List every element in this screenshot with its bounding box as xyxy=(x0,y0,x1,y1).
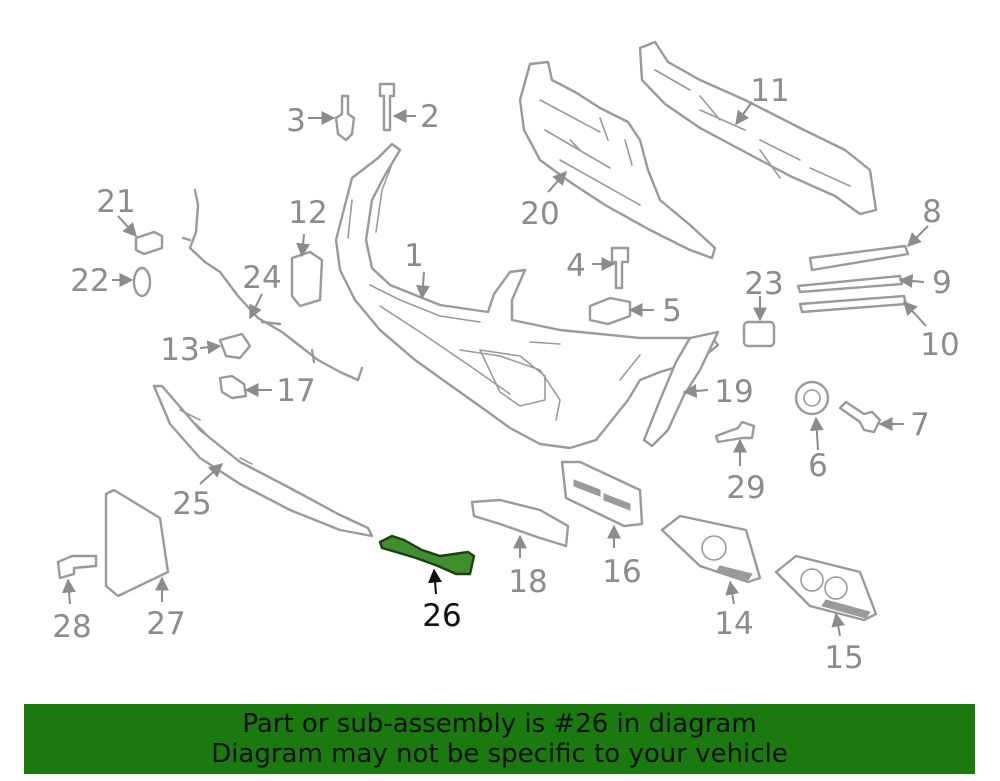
part-16-grille xyxy=(560,460,644,528)
part-10-strip xyxy=(798,294,908,314)
part-19-side-strip xyxy=(642,330,720,448)
part-3-rivet xyxy=(334,94,356,142)
callout-6: 6 xyxy=(808,448,828,484)
leader-lines xyxy=(62,101,929,637)
part-23-cap xyxy=(742,320,776,348)
callout-2: 2 xyxy=(420,99,440,135)
part-25-spoiler xyxy=(152,384,374,538)
part-27-plate-bracket xyxy=(104,488,170,598)
callout-20: 20 xyxy=(520,196,559,232)
part-26-highlighted[interactable] xyxy=(378,534,476,576)
part-9-strip xyxy=(796,274,904,294)
callout-8: 8 xyxy=(922,194,942,230)
part-24-harness xyxy=(181,188,364,382)
part-20-carrier xyxy=(518,60,717,260)
banner-line-2: Diagram may not be specific to your vehi… xyxy=(211,739,788,769)
callout-12: 12 xyxy=(288,195,327,231)
callout-17: 17 xyxy=(276,373,315,409)
part-22-grommet xyxy=(132,266,152,298)
callout-24: 24 xyxy=(242,260,281,296)
callout-18: 18 xyxy=(508,564,547,600)
callout-16: 16 xyxy=(602,554,641,590)
callout-28: 28 xyxy=(52,609,91,645)
callout-3: 3 xyxy=(286,103,306,139)
callout-9: 9 xyxy=(932,265,952,301)
info-banner: Part or sub-assembly is #26 in diagram D… xyxy=(24,704,975,774)
callout-19: 19 xyxy=(714,374,753,410)
part-5-bracket xyxy=(588,296,632,326)
callout-26: 26 xyxy=(422,598,461,634)
part-2-bolt xyxy=(378,82,396,132)
banner-line-1: Part or sub-assembly is #26 in diagram xyxy=(242,709,757,739)
callout-22: 22 xyxy=(70,263,109,299)
part-11-absorber xyxy=(638,40,878,216)
part-13-bracket xyxy=(218,332,252,360)
part-21-clip xyxy=(134,230,164,256)
callout-21: 21 xyxy=(96,184,135,220)
part-4-bolt xyxy=(610,246,630,290)
part-17-bracket xyxy=(218,374,248,400)
part-15-fog-cover xyxy=(774,554,878,622)
callout-10: 10 xyxy=(920,327,959,363)
part-12-bracket xyxy=(290,250,324,308)
part-18-strip xyxy=(470,498,570,548)
callout-23: 23 xyxy=(744,266,783,302)
callout-4: 4 xyxy=(566,248,586,284)
parts-diagram: 1 2 3 4 5 6 7 8 9 10 11 12 13 14 15 16 1… xyxy=(52,40,960,676)
part-8-strip xyxy=(808,244,910,272)
callout-7: 7 xyxy=(910,407,930,443)
callout-25: 25 xyxy=(172,486,211,522)
part-14-fog-cover xyxy=(660,514,762,584)
callout-labels: 1 2 3 4 5 6 7 8 9 10 11 12 13 14 15 16 1… xyxy=(52,73,959,676)
callout-27: 27 xyxy=(146,606,185,642)
callout-14: 14 xyxy=(714,606,753,642)
part-28-bolt xyxy=(56,554,98,580)
part-6-sensor xyxy=(794,380,830,416)
callout-13: 13 xyxy=(160,332,199,368)
callout-1: 1 xyxy=(404,238,424,274)
part-29-pin xyxy=(714,420,756,444)
callout-11: 11 xyxy=(750,73,789,109)
callout-29: 29 xyxy=(726,470,765,506)
callout-15: 15 xyxy=(824,640,863,676)
part-7-bolt xyxy=(838,400,882,434)
callout-5: 5 xyxy=(662,293,682,329)
